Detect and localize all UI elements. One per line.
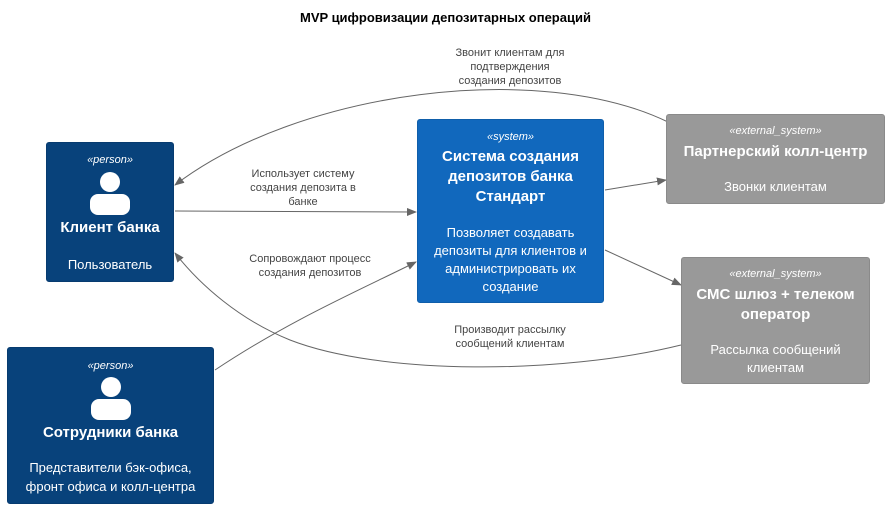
edge-label-sms-to-client: Производит рассылку сообщений клиентам	[425, 323, 595, 351]
node-description-line: фронт офиса и колл-центра	[25, 479, 196, 494]
node-description-line: Представители бэк-офиса,	[29, 460, 192, 475]
node-employees[interactable]: «person» Сотрудники банка Представители …	[7, 347, 214, 504]
node-name: Партнерский колл-центр	[683, 143, 868, 160]
edge-system-to-sms	[604, 249, 682, 286]
stereotype-label: «external_system»	[729, 268, 822, 280]
diagram-title: MVP цифровизации депозитарных операций	[300, 10, 591, 25]
node-description-line: администрировать их	[445, 261, 576, 276]
edge-system-to-callcenter	[604, 177, 667, 191]
edge-label-line: создания депозитов	[258, 267, 362, 279]
node-name-line: Система создания	[442, 148, 579, 165]
node-name: Сотрудники банка	[42, 424, 179, 441]
edge-client-to-system	[174, 207, 417, 216]
node-description: Пользователь	[67, 257, 153, 272]
edge-callcenter-to-client	[174, 89, 669, 186]
stereotype-label: «person»	[87, 154, 133, 166]
node-client[interactable]: «person» Клиент банка Пользователь	[46, 142, 174, 282]
edge-label-line: сообщений клиентам	[455, 338, 565, 350]
edge-label-line: банке	[288, 196, 318, 208]
stereotype-label: «system»	[486, 131, 535, 143]
edge-label-callcenter-to-client: Звонит клиентам для подтверждения создан…	[420, 46, 600, 88]
node-description: Звонки клиентам	[724, 179, 827, 194]
edge-label-line: Производит рассылку	[454, 324, 566, 336]
node-name: Клиент банка	[60, 219, 160, 236]
node-description-line: создание	[482, 279, 539, 294]
node-system[interactable]: «system» Система создания депозитов банк…	[417, 119, 604, 303]
edge-label-line: подтверждения	[470, 61, 550, 73]
edge-label-line: создания депозита в	[250, 182, 356, 194]
edge-label-line: Использует систему	[251, 168, 355, 180]
edge-sms-to-client	[174, 252, 682, 368]
node-name-line: депозитов банка	[448, 168, 573, 185]
edge-label-line: Звонит клиентам для	[455, 47, 565, 59]
node-description-line: клиентам	[746, 360, 805, 375]
edge-label-line: создания депозитов	[458, 75, 562, 87]
node-name-line: Стандарт	[475, 188, 546, 205]
stereotype-label: «person»	[87, 360, 134, 372]
edge-label-line: Сопровождают процесс	[249, 253, 371, 265]
node-callcenter[interactable]: «external_system» Партнерский колл-центр…	[666, 114, 885, 204]
edge-label-client-to-system: Использует систему создания депозита в б…	[228, 167, 378, 209]
node-description-line: Позволяет создавать	[446, 225, 575, 240]
person-icon	[90, 377, 131, 420]
node-description-line: депозиты для клиентов и	[434, 243, 587, 258]
edge-label-employees-to-system: Сопровождают процесс создания депозитов	[225, 252, 395, 280]
stereotype-label: «external_system»	[729, 125, 822, 137]
node-sms-gateway[interactable]: «external_system» СМС шлюз + телеком опе…	[681, 257, 870, 384]
person-icon	[90, 172, 130, 215]
node-name-line: оператор	[740, 306, 811, 323]
edge-employees-to-system	[214, 261, 417, 371]
node-name-line: СМС шлюз + телеком	[696, 286, 855, 303]
node-description-line: Рассылка сообщений	[710, 342, 841, 357]
